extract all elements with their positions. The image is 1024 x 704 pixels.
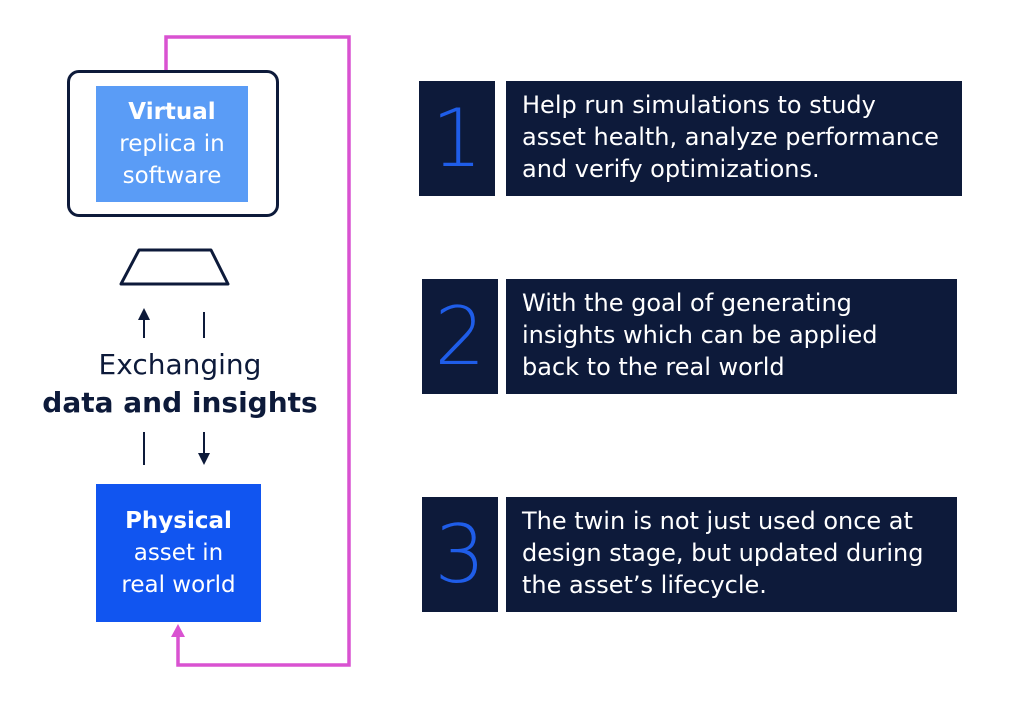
feedback-loop-line	[164, 35, 351, 667]
step-number-box-3: 3	[422, 497, 498, 612]
exchange-line-2: data and insights	[42, 386, 318, 419]
step-text-box-2: With the goal of generating insights whi…	[506, 279, 957, 394]
step-text-1: Help run simulations to study asset heal…	[522, 91, 939, 183]
feedback-loop-arrowhead	[171, 624, 185, 637]
virtual-line-2: replica in	[119, 131, 225, 157]
step-number-2: 2	[434, 290, 486, 383]
step-number-box-2: 2	[422, 279, 498, 394]
virtual-title: Virtual	[128, 99, 216, 125]
physical-line-2: asset in	[133, 540, 224, 566]
virtual-replica-box: Virtual replica in software	[96, 86, 248, 202]
step-number-3: 3	[434, 508, 486, 601]
step-text-3: The twin is not just used once at design…	[522, 507, 924, 599]
physical-asset-box: Physical asset in real world	[96, 484, 261, 622]
exchange-line-1: Exchanging	[98, 348, 262, 381]
virtual-line-3: software	[122, 163, 222, 189]
step-number-1: 1	[431, 92, 483, 185]
step-text-box-1: Help run simulations to study asset heal…	[506, 81, 962, 196]
step-number-box-1: 1	[419, 81, 495, 196]
up-arrow-head	[138, 308, 150, 320]
exchange-label: Exchanging data and insights	[40, 346, 320, 422]
step-text-2: With the goal of generating insights whi…	[522, 289, 878, 381]
physical-title: Physical	[125, 508, 232, 534]
physical-line-3: real world	[121, 572, 236, 598]
monitor-stand	[119, 248, 230, 286]
down-arrow-head	[198, 453, 210, 465]
step-text-box-3: The twin is not just used once at design…	[506, 497, 957, 612]
